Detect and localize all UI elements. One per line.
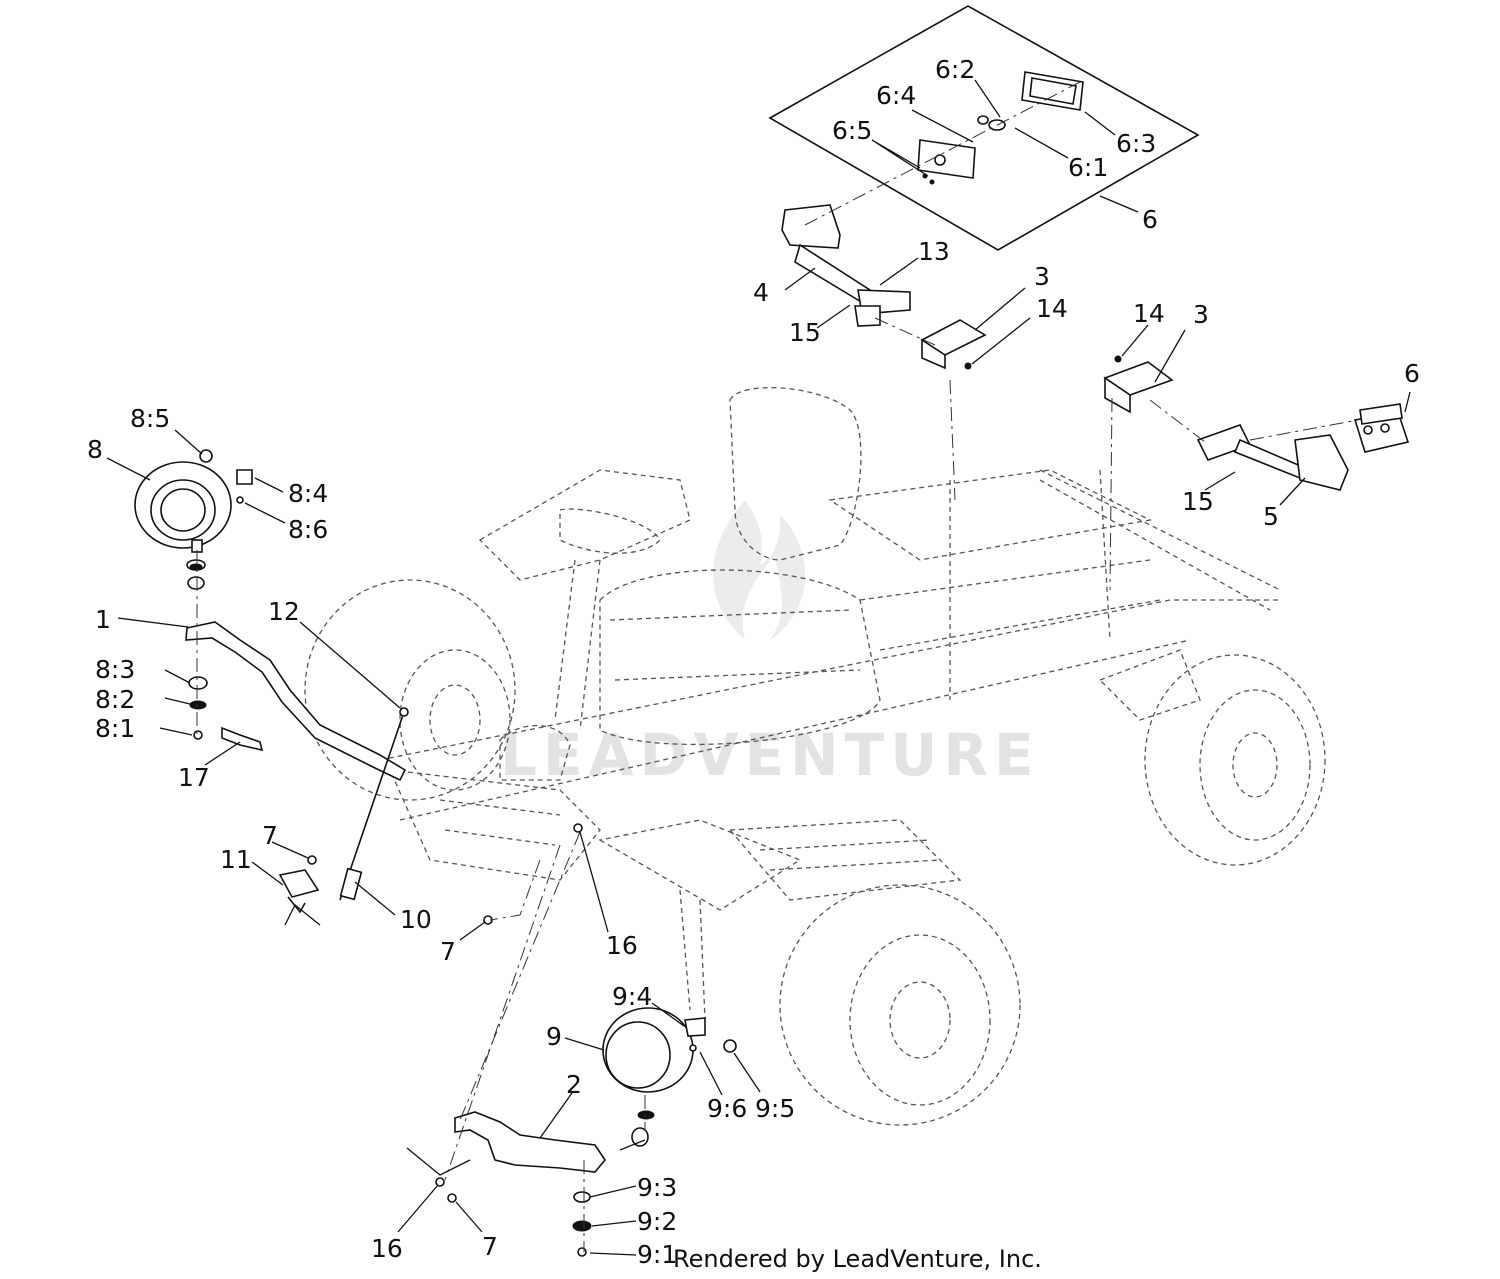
callout-9-3: 9:3 [637, 1173, 677, 1202]
tail-light-arm-left [781, 204, 911, 327]
callout-6-1: 6:1 [1068, 153, 1108, 182]
headlight-left [134, 461, 232, 553]
callout-4: 4 [753, 278, 769, 307]
watermark: LEADVENTURE [500, 500, 1040, 789]
callout-1: 1 [95, 605, 111, 634]
callout-17: 17 [178, 763, 210, 792]
callout-16: 16 [606, 931, 638, 960]
callout-15-right: 15 [1182, 487, 1214, 516]
callout-6: 6 [1142, 205, 1158, 234]
callout-8: 8 [87, 435, 103, 464]
callout-12: 12 [268, 597, 300, 626]
callout-8-5: 8:5 [130, 404, 170, 433]
watermark-text: LEADVENTURE [500, 721, 1040, 789]
callout-15: 15 [789, 318, 821, 347]
headlight-bulb [199, 449, 253, 504]
light-kit-box [768, 5, 1200, 251]
callout-8-2: 8:2 [95, 685, 135, 714]
support-strut [339, 707, 409, 901]
callout-5: 5 [1263, 502, 1279, 531]
callout-8-4: 8:4 [288, 479, 328, 508]
mount-bracket-center [920, 319, 987, 370]
callout-9-6: 9:6 [707, 1094, 747, 1123]
callout-9: 9 [546, 1022, 562, 1051]
work-light [278, 855, 320, 914]
callout-3: 3 [1034, 262, 1050, 291]
callout-6-4: 6:4 [876, 81, 916, 110]
callout-14-right: 14 [1133, 299, 1165, 328]
assembly-lines [196, 81, 1359, 1252]
callout-11: 11 [220, 845, 252, 874]
callout-9-2: 9:2 [637, 1207, 677, 1236]
tail-light-lens [1021, 71, 1084, 111]
callout-9-5: 9:5 [755, 1094, 795, 1123]
screw-16 [573, 823, 583, 833]
callout-6-3: 6:3 [1116, 129, 1156, 158]
callout-2: 2 [566, 1070, 582, 1099]
callout-6-2: 6:2 [935, 55, 975, 84]
nut-7b [447, 1193, 457, 1203]
leader-lines [106, 79, 1411, 1256]
vehicle-outline [304, 387, 1326, 1126]
callout-8-3: 8:3 [95, 655, 135, 684]
wire-connector [221, 726, 264, 752]
callout-7-bottom: 7 [482, 1232, 498, 1261]
callout-13: 13 [918, 237, 950, 266]
callout-16-bottom: 16 [371, 1234, 403, 1263]
watermark-flame-icon [713, 500, 806, 640]
headlight-right [602, 1007, 737, 1093]
tail-light-right [1353, 403, 1410, 453]
screw-16b [435, 1177, 445, 1187]
callout-6-5: 6:5 [832, 116, 872, 145]
callout-6-right: 6 [1404, 359, 1420, 388]
callout-7-top: 7 [262, 821, 278, 850]
callout-labels: 6:2 6:4 6:5 6:3 6:1 6 13 3 4 14 15 14 3 … [87, 55, 1420, 1269]
callout-8-1: 8:1 [95, 714, 135, 743]
callout-10: 10 [400, 905, 432, 934]
render-credit: Rendered by LeadVenture, Inc. [673, 1245, 1042, 1273]
callout-7-mid: 7 [440, 937, 456, 966]
headlight-arm-right [454, 1111, 606, 1173]
grommet-stack-8 [186, 559, 208, 740]
callout-9-1: 9:1 [637, 1240, 677, 1269]
tail-light-arm-right [1196, 424, 1349, 491]
callout-14: 14 [1036, 294, 1068, 323]
mount-bracket-right [1103, 355, 1174, 414]
headlight-arm-left [185, 621, 407, 782]
callout-8-6: 8:6 [288, 515, 328, 544]
callout-9-4: 9:4 [612, 982, 652, 1011]
callout-3-right: 3 [1193, 300, 1209, 329]
